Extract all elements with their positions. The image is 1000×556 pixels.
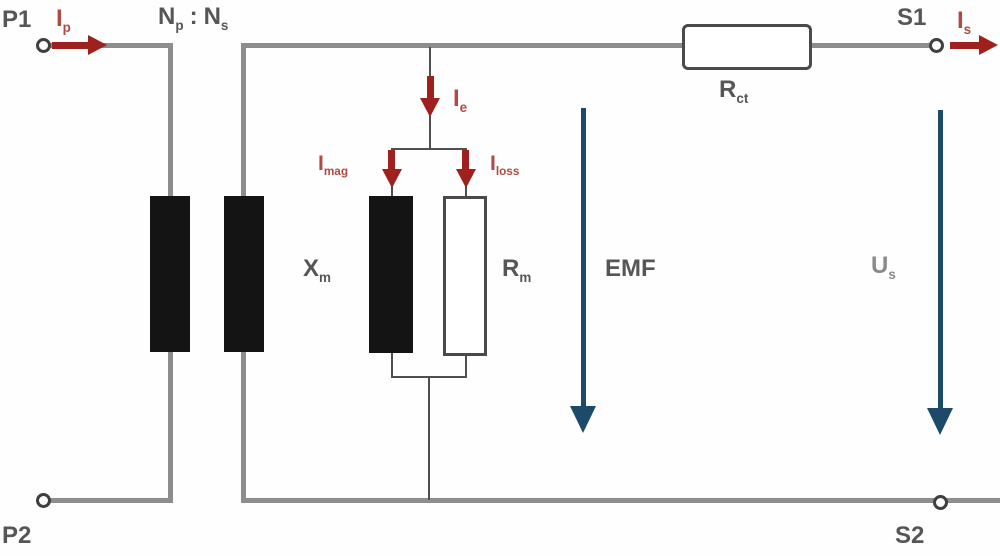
- xm-reactance-element: [369, 196, 413, 353]
- is-current-arrow: [950, 42, 980, 49]
- wire-primary-bottom: [48, 498, 173, 503]
- wire-primary-top: [48, 43, 173, 48]
- wire-rm-bottom-lead: [465, 356, 467, 378]
- wire-branch-return: [428, 377, 430, 500]
- iloss-current-arrow: [462, 150, 469, 171]
- terminal-label-s1: S1: [897, 4, 927, 31]
- terminal-s2: [933, 495, 948, 510]
- wire-secondary-top: [241, 43, 936, 48]
- emf-label: EMF: [605, 255, 656, 282]
- us-phasor-arrow: [938, 110, 943, 410]
- ie-current-arrowhead-icon: [420, 98, 440, 117]
- rct-label: Rct: [719, 76, 749, 106]
- primary-winding: [150, 196, 190, 352]
- terminal-p2: [36, 493, 51, 508]
- iloss-current-arrowhead-icon: [456, 169, 476, 188]
- turns-ratio-label: Np:Ns: [158, 3, 229, 33]
- imag-current-arrow: [388, 150, 395, 171]
- wire-branch-split-top: [391, 148, 467, 150]
- xm-label: Xm: [303, 255, 331, 285]
- wire-secondary-bottom: [241, 498, 1000, 503]
- is-current-label: Is: [957, 7, 972, 37]
- terminal-label-p1: P1: [2, 6, 32, 33]
- us-label: Us: [871, 252, 896, 282]
- is-current-arrowhead-icon: [979, 35, 998, 55]
- ip-current-label: Ip: [56, 5, 71, 35]
- terminal-s1: [929, 38, 944, 53]
- us-phasor-arrowhead-icon: [927, 408, 953, 435]
- imag-current-arrowhead-icon: [382, 169, 402, 188]
- wire-xm-bottom-lead: [391, 353, 393, 378]
- ie-current-arrow: [427, 76, 434, 100]
- terminal-label-s2: S2: [895, 522, 925, 549]
- secondary-winding: [224, 196, 264, 352]
- emf-phasor-arrow: [581, 108, 586, 408]
- rm-label: Rm: [502, 255, 532, 285]
- terminal-p1: [36, 38, 51, 53]
- iloss-current-label: Iloss: [490, 152, 520, 179]
- rct-resistor-element: [682, 24, 812, 70]
- terminal-label-p2: P2: [2, 522, 32, 549]
- emf-phasor-arrowhead-icon: [570, 406, 596, 433]
- ie-current-label: Ie: [453, 85, 468, 115]
- ip-current-arrowhead-icon: [88, 35, 107, 55]
- rm-resistor-element: [443, 196, 487, 356]
- imag-current-label: Imag: [318, 152, 349, 179]
- ip-current-arrow: [52, 42, 89, 49]
